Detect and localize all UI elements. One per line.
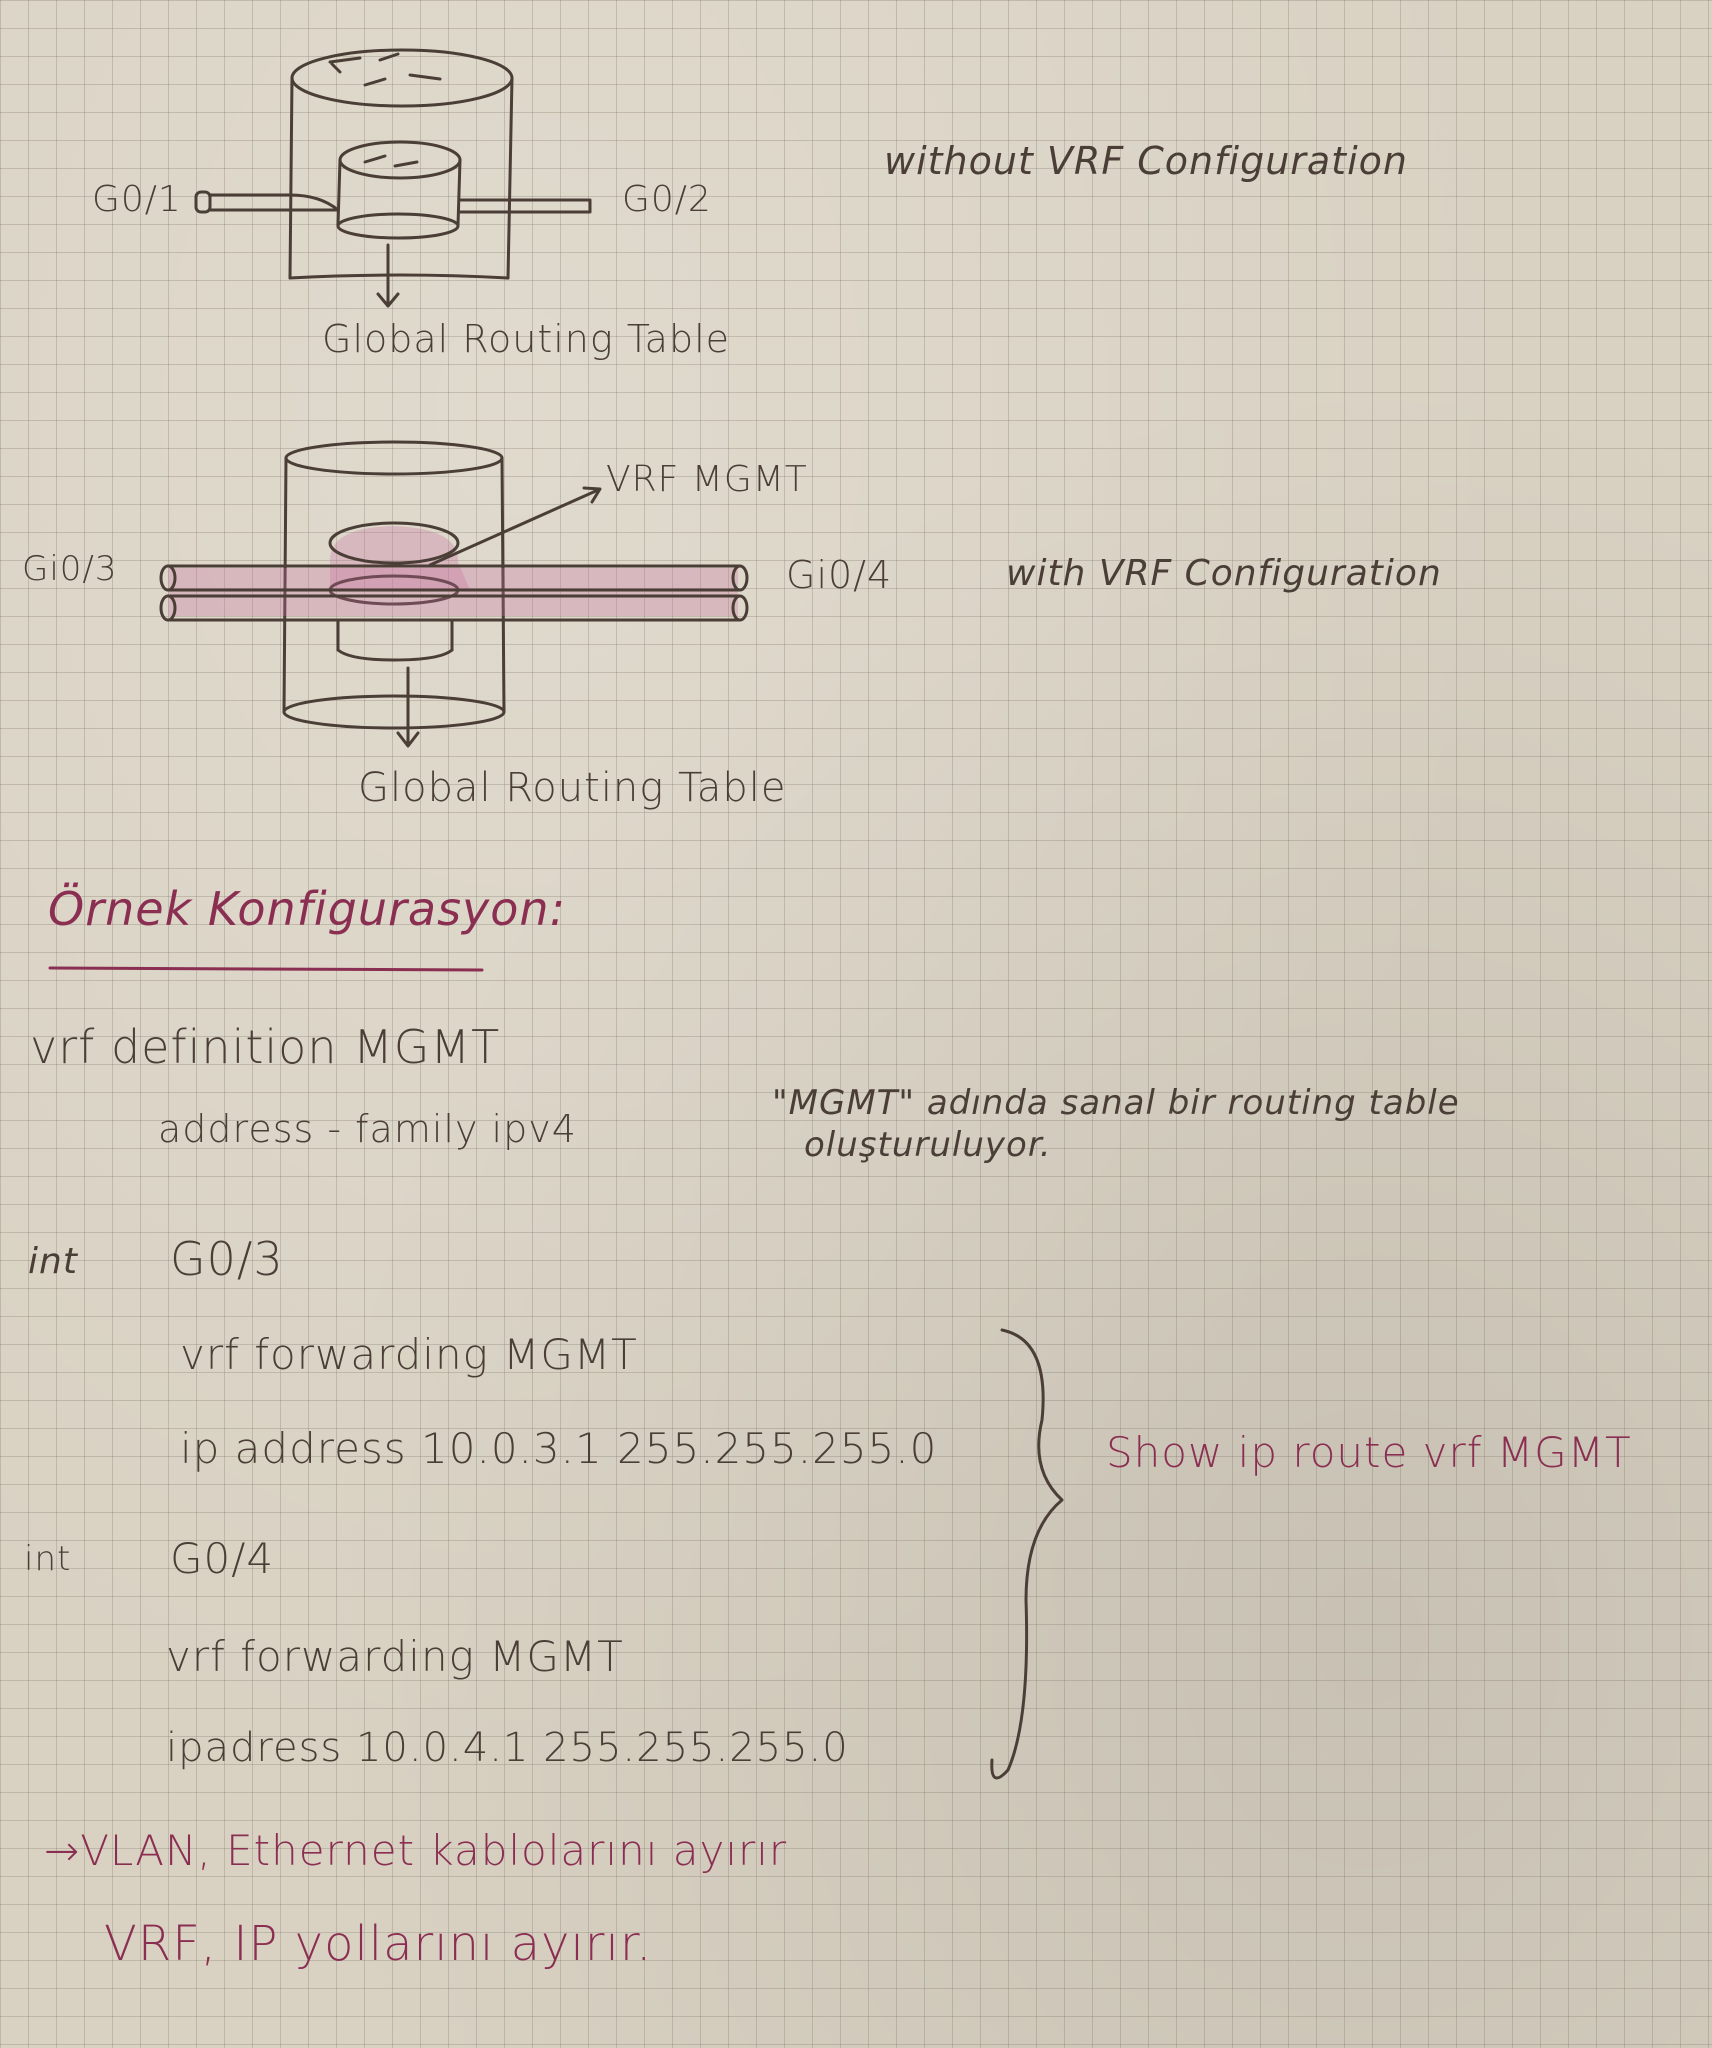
caption-with-vrf: with VRF Configuration (1006, 553, 1442, 594)
global-routing-table-label-1: Global Routing Table (322, 317, 731, 361)
config-address-family: address - family ipv4 (158, 1107, 577, 1151)
arrow-to-global-table-1 (376, 243, 400, 308)
config-vrf-definition: vrf definition MGMT (30, 1020, 501, 1074)
vrf-pointer-arrow (428, 486, 602, 567)
interface-pipes-1 (194, 190, 592, 214)
port-label-g0-2: G0/2 (622, 179, 712, 220)
show-command-note: Show ip route vrf MGMT (1106, 1428, 1632, 1477)
config-int-keyword-2: int (24, 1539, 72, 1579)
footer-note-vlan: →VLAN, Ethernet kablolarını ayırır (44, 1826, 788, 1875)
config-int-name-2: G0/4 (170, 1534, 275, 1583)
underline-section-title (48, 966, 484, 972)
vrf-table-cylinder (328, 521, 470, 662)
port-label-gi0-4: Gi0/4 (786, 553, 893, 597)
curly-brace (990, 1328, 1064, 1780)
interface-pipes-2 (159, 564, 749, 622)
config-vrf-forwarding-1: vrf forwarding MGMT (180, 1330, 638, 1379)
arrow-to-global-table-2 (396, 666, 420, 748)
footer-note-vrf: VRF, IP yollarını ayırır. (104, 1916, 653, 1972)
config-ip-address-2: ipadress 10.0.4.1 255.255.255.0 (166, 1725, 849, 1771)
caption-without-vrf: without VRF Configuration (884, 139, 1408, 183)
vrf-mgmt-label: VRF MGMT (606, 459, 808, 500)
config-int-name-1: G0/3 (170, 1232, 284, 1286)
section-title: Örnek Konfigurasyon: (48, 882, 567, 936)
global-routing-table-label-2: Global Routing Table (358, 765, 787, 811)
router-cylinder-2 (282, 440, 506, 730)
vrf-note-line-1: "MGMT" adında sanal bir routing table (772, 1083, 1460, 1123)
inner-table-cylinder-1 (336, 140, 462, 240)
port-label-gi0-3: Gi0/3 (22, 549, 118, 589)
router-cylinder-1 (288, 48, 514, 280)
vrf-note-line-2: oluşturuluyor. (804, 1125, 1052, 1165)
config-int-keyword-1: int (28, 1241, 78, 1282)
config-vrf-forwarding-2: vrf forwarding MGMT (166, 1632, 624, 1681)
port-label-g0-1: G0/1 (92, 179, 182, 220)
config-ip-address-1: ip address 10.0.3.1 255.255.255.0 (180, 1424, 938, 1473)
